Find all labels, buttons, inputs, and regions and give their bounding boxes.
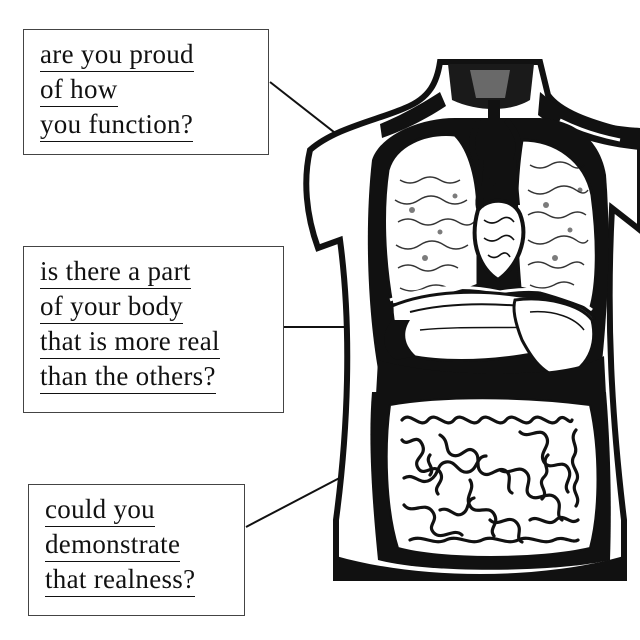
heart — [472, 198, 526, 283]
question-1-line-3: you function? — [40, 108, 194, 142]
question-3-line-2: demonstrate — [45, 528, 181, 562]
question-2-line-3: that is more real — [40, 325, 220, 359]
question-3-line-3: that realness? — [45, 563, 196, 597]
question-1-line-2: of how — [40, 73, 118, 107]
question-2-line-1: is there a part — [40, 255, 191, 289]
question-2-line-4: than the others? — [40, 360, 216, 394]
question-box-3: could you demonstrate that realness? — [28, 484, 245, 616]
question-1-line-1: are you proud — [40, 38, 194, 72]
question-3-line-1: could you — [45, 493, 155, 527]
intestines — [385, 397, 599, 558]
question-box-1: are you proud of how you function? — [23, 29, 269, 155]
left-lung — [383, 133, 480, 307]
question-box-2: is there a part of your body that is mor… — [23, 246, 284, 413]
question-2-line-2: of your body — [40, 290, 184, 324]
neck — [448, 64, 534, 109]
